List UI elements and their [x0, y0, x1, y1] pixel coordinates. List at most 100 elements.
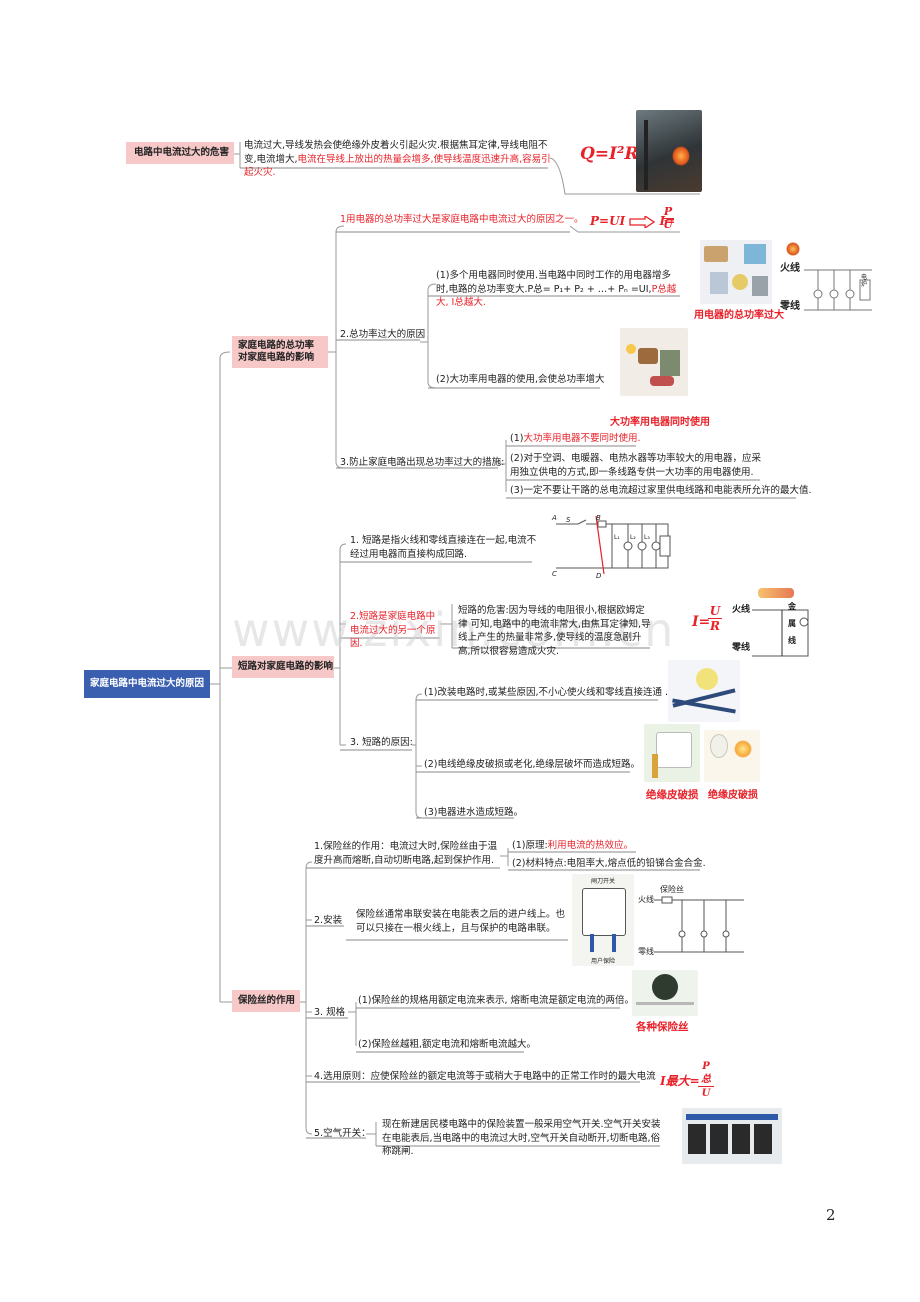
danger-label: 电路中电流过大的危害 — [134, 147, 230, 158]
heater-device-icon — [660, 350, 680, 376]
label-d: D — [596, 572, 602, 580]
fuse-item1-2: (2)材料特点:电阻率大,熔点低的铅锑合金合金. — [512, 858, 706, 869]
fuse-circuit-diagram: 保险丝 火线 零线 — [636, 880, 744, 966]
power-item3-2: (2)对于空调、电暖器、电热水器等功率较大的用电器，应采用独立供电的方式,即一条… — [510, 453, 761, 478]
switch-rail-icon — [686, 1114, 778, 1120]
fuse-circuit-fuse-label: 保险丝 — [660, 885, 684, 894]
computer-icon — [710, 272, 728, 294]
short-circuit-diagram: A S B C D L₁ L₂ L₃ — [548, 512, 672, 582]
lamp-label-2: L₂ — [630, 534, 636, 541]
metal-wire-diagram: 火线 零线 金 属 线 — [730, 588, 812, 660]
short-huoxian: 火线 — [732, 605, 751, 615]
fuse-item4: 4.选用原则：应使保险丝的额定电流等于或稍大于电路中的正常工作时的最大电流 — [314, 1071, 656, 1082]
breaker-1-icon — [688, 1124, 706, 1154]
pole-icon — [644, 120, 648, 190]
power-fraction-num: P — [662, 205, 674, 219]
kettle-icon — [638, 348, 658, 364]
spark-burst-icon — [734, 740, 752, 758]
power-item2: 2.总功率过大的原因 — [340, 329, 426, 340]
radio-icon — [704, 246, 728, 262]
fridge-icon — [744, 244, 766, 264]
fuse-item3-1: (1)保险丝的规格用额定电流来表示, 熔断电流是额定电流的两倍。 — [358, 995, 634, 1006]
power-label: 家庭电路的总功率对家庭电路的影响 — [238, 340, 315, 363]
power-item3-1a: (1) — [510, 433, 524, 444]
fuse-fraction: P总 U — [698, 1060, 714, 1100]
fuse-node[interactable]: 保险丝的作用 — [232, 990, 300, 1012]
socket-icon — [656, 732, 692, 768]
circuit1-wires — [804, 269, 872, 311]
watermark: www.zixin.com.cn — [232, 603, 676, 657]
fuse-item1-1b: 利用电流的热效应。 — [547, 840, 634, 851]
lamp-label-3: L₃ — [644, 534, 650, 541]
power-item2-2: (2)大功率用电器的使用,会使总功率增大 — [436, 374, 605, 385]
metal-wire-label: 金 属 线 — [788, 598, 798, 649]
short-lingxian: 零线 — [732, 643, 751, 653]
metal-wire-char3: 线 — [788, 636, 796, 645]
power-fraction-den: U — [663, 218, 673, 231]
fuse-item5-detail: 现在新建居民楼电路中的保险装置一般采用空气开关.空气开关安装在电能表后,当电路中… — [382, 1119, 661, 1157]
root-label: 家庭电路中电流过大的原因 — [89, 678, 204, 689]
wire-left-icon — [590, 934, 594, 952]
appliances-picture — [700, 240, 772, 304]
fuse-strip-icon — [636, 1002, 694, 1005]
spark-icon — [786, 242, 800, 256]
circuit1-appliance: 电炉 — [861, 274, 868, 288]
short-item1: 1. 短路是指火线和零线直接连在一起,电流不经过用电器而直接构成回路. — [350, 535, 537, 560]
short-item3: 3. 短路的原因: — [350, 737, 413, 748]
label-a: A — [552, 514, 557, 522]
wire-right-icon — [612, 934, 616, 952]
fuse-item1-1a: (1)原理: — [512, 840, 548, 851]
short-item3-2: (2)电线绝缘皮破损或老化,绝缘层破坏而造成短路。 — [424, 759, 640, 770]
fuse-formula-i: I最大= — [660, 1074, 700, 1088]
power-formula: P=UI I= — [590, 214, 676, 229]
fuse-label: 保险丝的作用 — [238, 995, 296, 1006]
short-formula-i: I= — [692, 614, 711, 630]
fuse-wire-picture — [632, 970, 698, 1016]
short-item2-detail: 短路的危害:因为导线的电阻很小,根据欧姆定律 可知,电路中的电流非常大,由焦耳定… — [458, 605, 651, 657]
circuit1-huoxian: 火线 — [780, 263, 800, 274]
danger-text-a: 电流过大,导线发热会使绝缘外皮着火引起火灾.根据焦耳定律,导线电阻不变,电流增大… — [244, 140, 548, 165]
power-formula-left: P=UI — [590, 214, 626, 228]
power-fraction: P U — [662, 206, 674, 231]
short-fraction-num: U — [708, 604, 722, 619]
short-item3-1: (1)改装电路时,或某些原因,不小心使火线和零线直接连通 . — [424, 687, 669, 698]
label-c: C — [552, 570, 557, 578]
short-node[interactable]: 短路对家庭电路的影响 — [232, 656, 334, 678]
power-item1: 1用电器的总功率过大是家庭电路中电流过大的原因之一。 — [340, 214, 584, 225]
plug-board-icon — [650, 376, 674, 386]
breaker-2-icon — [710, 1124, 728, 1154]
fuse-item3-2: (2)保险丝越粗,额定电流和熔断电流越大。 — [358, 1039, 536, 1050]
fuse-item1-1: (1)原理:利用电流的热效应。 — [512, 839, 633, 853]
breaker-3-icon — [732, 1124, 750, 1154]
short-caption-a: 绝缘皮破损 — [646, 789, 699, 801]
danger-text-b: 电流在导线上放出的热量会增多,使导线温度迅速升高,容易引起火灾. — [244, 153, 551, 179]
power-node[interactable]: 家庭电路的总功率对家庭电路的影响 — [232, 336, 328, 368]
parallel-circuit-1: 火线 零线 电炉 — [780, 240, 872, 322]
high-power-picture — [620, 328, 688, 396]
label-b: B — [596, 514, 601, 522]
short-label: 短路对家庭电路的影响 — [238, 661, 334, 672]
light-bulb-icon — [710, 734, 728, 758]
bulb-icon — [626, 344, 636, 354]
root-node[interactable]: 家庭电路中电流过大的原因 — [84, 670, 210, 698]
fuse-circuit-wires — [654, 896, 744, 953]
fuse-item2: 2.安装 — [314, 915, 343, 926]
socket-picture — [644, 724, 700, 782]
power-item2-1a: (1)多个用电器同时使用.当电路中同时工作的用电器增多时,电路的总功率变大.P总… — [436, 270, 671, 295]
lamp-label-1: L₁ — [614, 534, 620, 541]
power-item2-1b: P总越大, I总越大. — [436, 283, 677, 309]
fuse-item2-detail: 保险丝通常串联安装在电能表之后的进户线上。也可以只接在一根火线上，且与保护的电路… — [356, 909, 566, 934]
bulb-picture — [704, 730, 760, 782]
fuse-circuit-huoxian: 火线 — [638, 895, 654, 904]
danger-node[interactable]: 电路中电流过大的危害 — [126, 142, 234, 164]
wire-b-icon — [672, 698, 736, 714]
knife-switch-diagram: 闸刀开关 用户保险 — [572, 874, 634, 966]
page-number: 2 — [826, 1206, 836, 1224]
spark-face-icon — [696, 668, 718, 690]
power-formula-i: I= — [659, 214, 676, 228]
power-item2-1: (1)多个用电器同时使用.当电路中同时工作的用电器增多时,电路的总功率变大.P总… — [436, 269, 680, 310]
short-circuit-wires — [556, 515, 671, 575]
power-item3-3: (3)一定不要让干路的总电流超过家里供电线路和电能表所允许的最大值. — [510, 485, 812, 496]
power-caption2: 大功率用电器同时使用 — [610, 417, 710, 428]
